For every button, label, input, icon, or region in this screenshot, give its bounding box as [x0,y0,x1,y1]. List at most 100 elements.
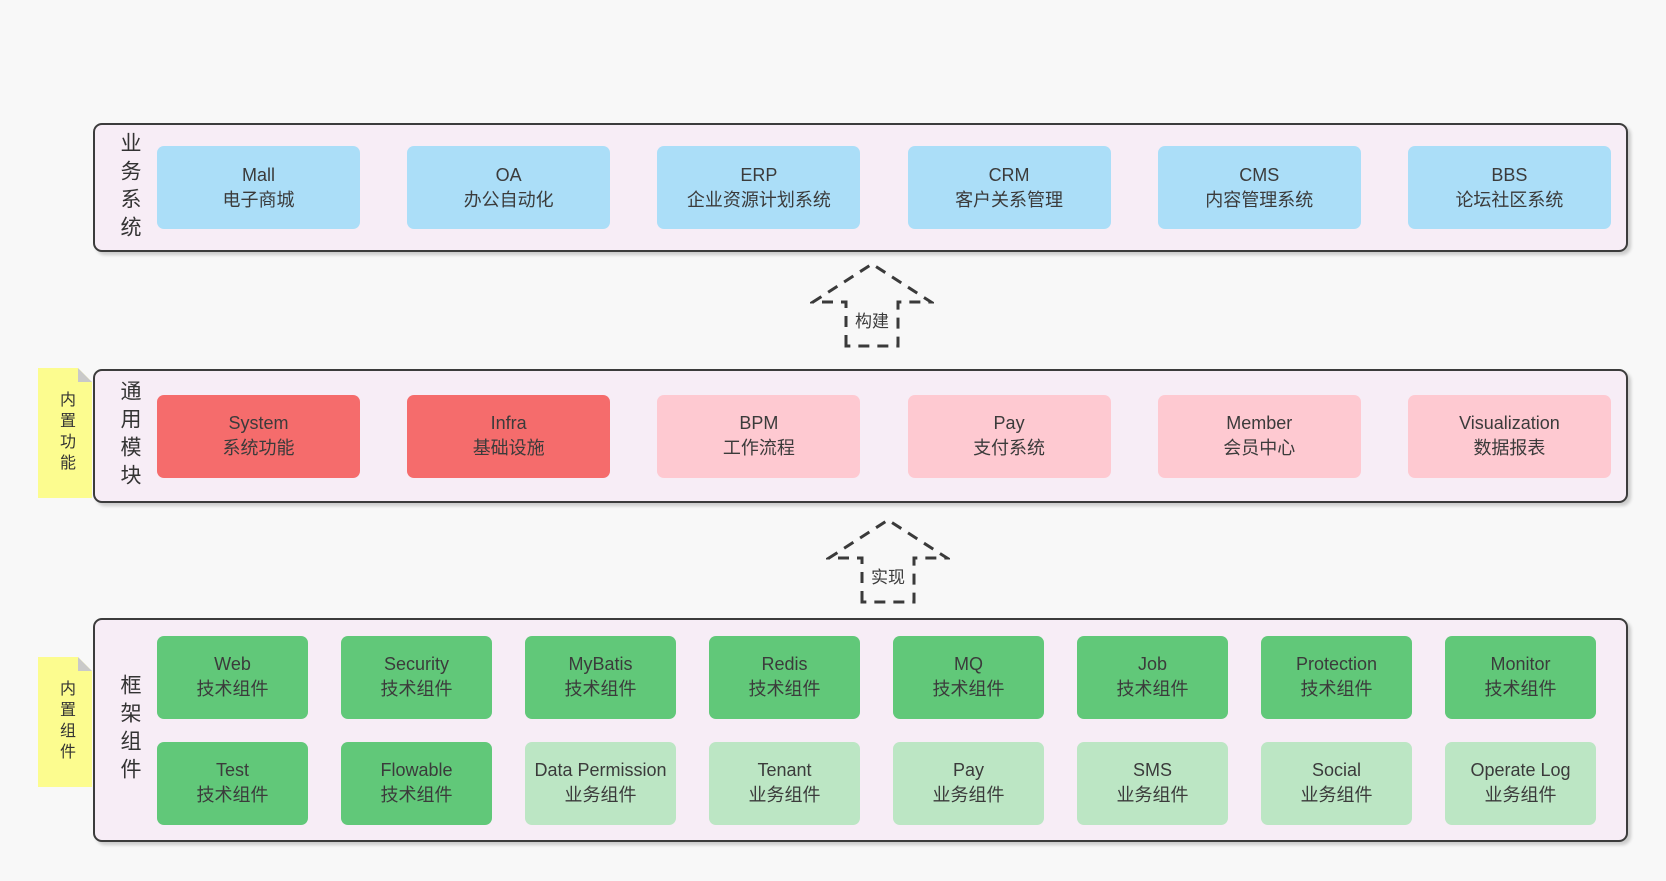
box-infra: Infra 基础设施 [407,394,611,478]
box-cms: CMS 内容管理系统 [1157,146,1361,229]
box-title: Test [215,760,249,780]
box-subtitle: 内容管理系统 [1205,189,1314,210]
box-social: Social 业务组件 [1261,741,1412,825]
box-title: Social [1311,760,1362,780]
box-title: Pay [952,760,985,780]
box-erp: ERP 企业资源计划系统 [657,146,861,229]
box-operate-log: Operate Log 业务组件 [1445,741,1596,825]
box-subtitle: 技术组件 [748,679,821,699]
box-title: BPM [739,413,779,433]
box-title: Mall [241,164,275,185]
box-test: Test 技术组件 [157,741,308,825]
box-title: Monitor [1490,654,1551,674]
box-subtitle: 数据报表 [1473,438,1546,458]
box-subtitle: 支付系统 [973,438,1046,458]
box-title: MyBatis [568,654,633,674]
box-pay-biz: Pay 业务组件 [893,741,1044,825]
box-subtitle: 办公自动化 [463,189,554,210]
box-title: Protection [1295,654,1378,674]
biz-components-row: Test 技术组件 Flowable 技术组件 Data Permission … [157,741,1626,825]
box-subtitle: 业务组件 [1484,785,1557,805]
box-flowable: Flowable 技术组件 [341,741,492,825]
box-security: Security 技术组件 [341,635,492,719]
box-subtitle: 业务组件 [1300,785,1373,805]
built-in-components-note: 内置组件 [38,657,92,787]
box-subtitle: 客户关系管理 [955,189,1064,210]
box-title: Security [383,654,450,674]
business-systems-side-label: 业务系统 [118,131,141,244]
box-subtitle: 技术组件 [380,679,453,699]
box-subtitle: 基础设施 [472,438,545,458]
box-subtitle: 业务组件 [564,785,637,805]
box-sms: SMS 业务组件 [1077,741,1228,825]
box-title: Member [1226,413,1293,433]
box-tenant: Tenant 业务组件 [709,741,860,825]
box-web: Web 技术组件 [157,635,308,719]
box-system: System 系统功能 [157,394,360,478]
build-arrow-label: 构建 [852,306,892,333]
box-mybatis: MyBatis 技术组件 [525,635,676,719]
business-systems-panel: 业务系统 Mall 电子商城 OA 办公自动化 ERP 企业资源计划系统 CRM… [93,123,1628,252]
box-subtitle: 工作流程 [722,438,795,458]
built-in-features-note: 内置功能 [38,368,92,498]
box-subtitle: 技术组件 [380,785,453,805]
box-subtitle: 会员中心 [1223,438,1296,458]
box-subtitle: 技术组件 [1300,679,1373,699]
box-subtitle: 论坛社区系统 [1455,189,1564,210]
box-title: Redis [761,654,808,674]
tech-components-row: Web 技术组件 Security 技术组件 MyBatis 技术组件 Redi… [157,635,1626,719]
box-subtitle: 系统功能 [222,438,295,458]
box-monitor: Monitor 技术组件 [1445,635,1596,719]
business-systems-row: Mall 电子商城 OA 办公自动化 ERP 企业资源计划系统 CRM 客户关系… [157,146,1626,229]
framework-components-panel: 框架组件 Web 技术组件 Security 技术组件 MyBatis 技术组件… [93,618,1628,842]
built-in-features-note-label: 内置功能 [57,391,74,475]
box-subtitle: 电子商城 [222,189,295,210]
box-pay: Pay 支付系统 [907,394,1111,478]
build-arrow: 构建 [810,262,934,348]
box-redis: Redis 技术组件 [709,635,860,719]
box-protection: Protection 技术组件 [1261,635,1412,719]
box-title: Tenant [757,760,812,780]
box-title: OA [495,164,522,185]
box-title: BBS [1491,164,1528,185]
common-modules-side-label: 通用模块 [118,380,141,492]
box-title: Pay [993,413,1025,433]
built-in-components-note-label: 内置组件 [57,680,74,764]
box-subtitle: 业务组件 [1116,785,1189,805]
box-title: Infra [490,413,527,433]
dashed-up-arrow-icon [810,262,934,348]
box-subtitle: 技术组件 [1484,679,1557,699]
box-bpm: BPM 工作流程 [657,394,861,478]
box-visualization: Visualization 数据报表 [1407,394,1611,478]
box-title: Web [214,654,251,674]
box-subtitle: 技术组件 [932,679,1005,699]
box-data-permission: Data Permission 业务组件 [525,741,676,825]
implement-arrow-label: 实现 [868,562,908,589]
box-member: Member 会员中心 [1157,394,1361,478]
box-job: Job 技术组件 [1077,635,1228,719]
box-oa: OA 办公自动化 [407,146,611,229]
box-subtitle: 业务组件 [932,785,1005,805]
box-title: System [228,413,289,433]
box-title: Flowable [380,760,453,780]
box-subtitle: 技术组件 [564,679,637,699]
box-subtitle: 技术组件 [196,785,269,805]
common-modules-row: System 系统功能 Infra 基础设施 BPM 工作流程 Pay 支付系统… [157,394,1626,478]
box-title: CMS [1239,164,1280,185]
box-title: Operate Log [1470,760,1571,780]
box-title: Data Permission [534,760,667,780]
box-bbs: BBS 论坛社区系统 [1407,146,1611,229]
box-mall: Mall 电子商城 [157,146,360,229]
box-title: Job [1137,654,1168,674]
box-title: MQ [954,654,983,674]
box-mq: MQ 技术组件 [893,635,1044,719]
box-subtitle: 业务组件 [748,785,821,805]
box-crm: CRM 客户关系管理 [907,146,1111,229]
dashed-up-arrow-icon [826,518,950,604]
box-subtitle: 技术组件 [196,679,269,699]
common-modules-panel: 通用模块 System 系统功能 Infra 基础设施 BPM 工作流程 Pay… [93,369,1628,503]
implement-arrow: 实现 [826,518,950,604]
box-title: Visualization [1459,413,1560,433]
box-title: ERP [740,164,778,185]
